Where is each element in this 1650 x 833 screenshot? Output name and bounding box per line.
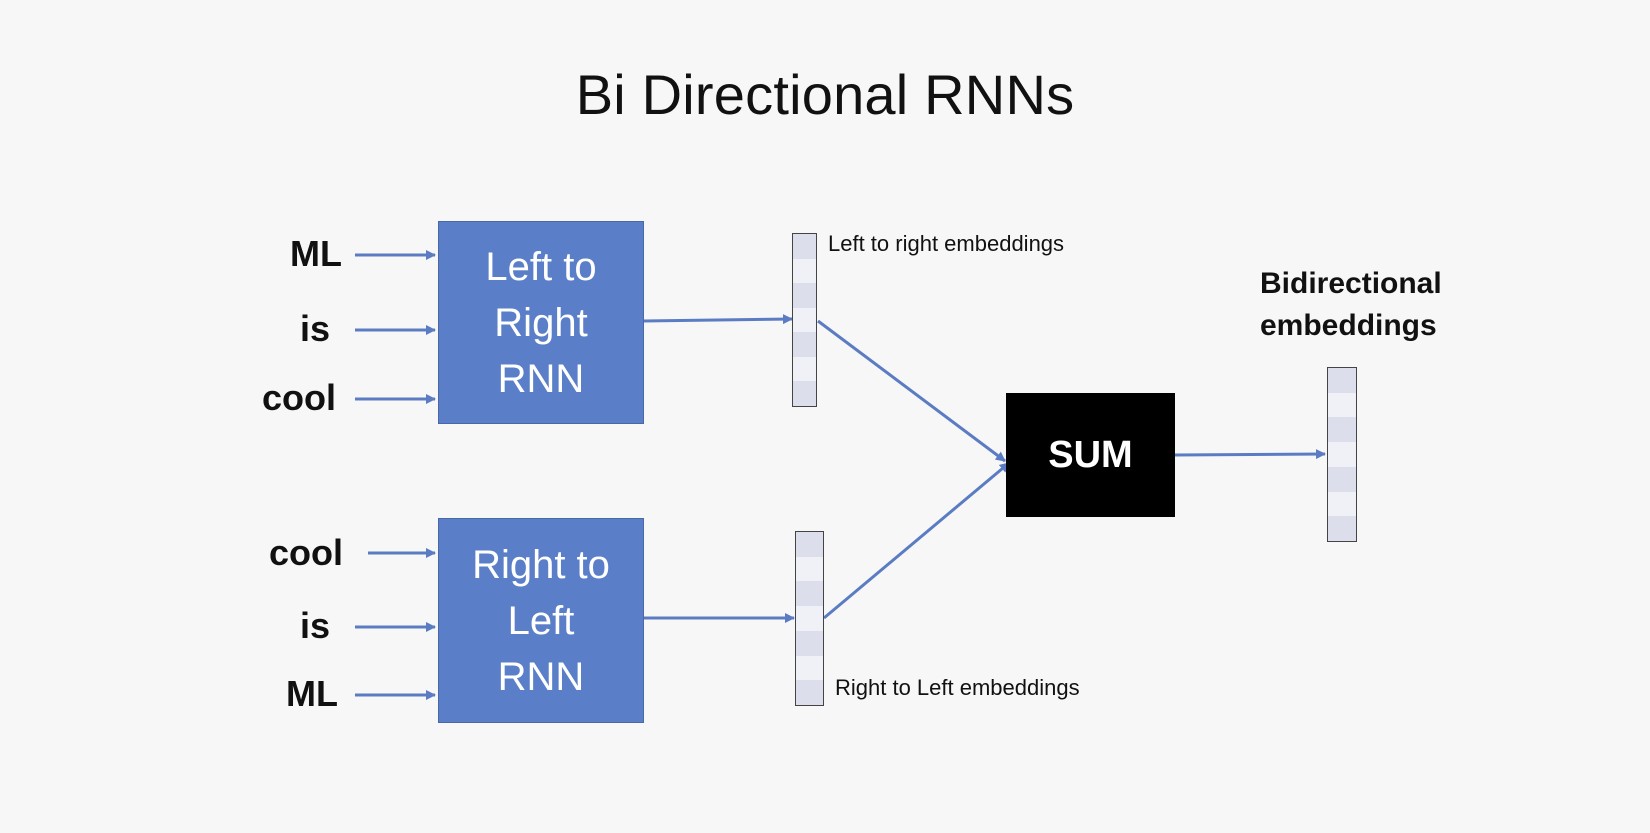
rtl-rnn-line-2: Left [507, 598, 575, 643]
word-ml-top: ML [290, 233, 342, 274]
left-to-right-rnn-box: Left to Right RNN [438, 221, 644, 424]
ltr-rnn-line-2: Right [494, 300, 588, 345]
ltr-rnn-line-1: Left to [485, 244, 597, 289]
left-to-right-embedding-vector [792, 233, 817, 407]
arrow-ltr-vec-to-sum [817, 319, 1006, 463]
left-to-right-embeddings-label: Left to right embeddings [828, 231, 1065, 256]
word-ml-bottom: ML [286, 673, 338, 714]
word-cool-bottom: cool [268, 532, 343, 573]
arrow-sum-to-bi [1174, 449, 1326, 460]
rtl-rnn-line-1: Right to [472, 542, 610, 587]
right-to-left-embedding-vector [795, 531, 824, 706]
word-cool-top: cool [261, 377, 336, 418]
bidirectional-embedding-vector [1327, 367, 1357, 542]
arrow-rtl-vec-to-sum [823, 461, 1010, 620]
sum-box: SUM [1006, 393, 1175, 517]
bidirectional-label-line-2: embeddings [1260, 309, 1437, 342]
word-is-top: is [299, 308, 330, 349]
right-to-left-embeddings-label: Right to Left embeddings [835, 675, 1080, 700]
rtl-rnn-line-3: RNN [497, 654, 585, 699]
right-to-left-rnn-box: Right to Left RNN [438, 518, 644, 723]
word-is-bottom: is [299, 605, 330, 646]
bidirectional-label-line-1: Bidirectional [1260, 267, 1442, 300]
slide-title: Bi Directional RNNs [575, 63, 1075, 126]
arrow-ltr-to-vec [642, 314, 793, 325]
bidirectional-embeddings-label: Bidirectional embeddings [1260, 263, 1442, 347]
ltr-rnn-line-3: RNN [497, 356, 585, 401]
